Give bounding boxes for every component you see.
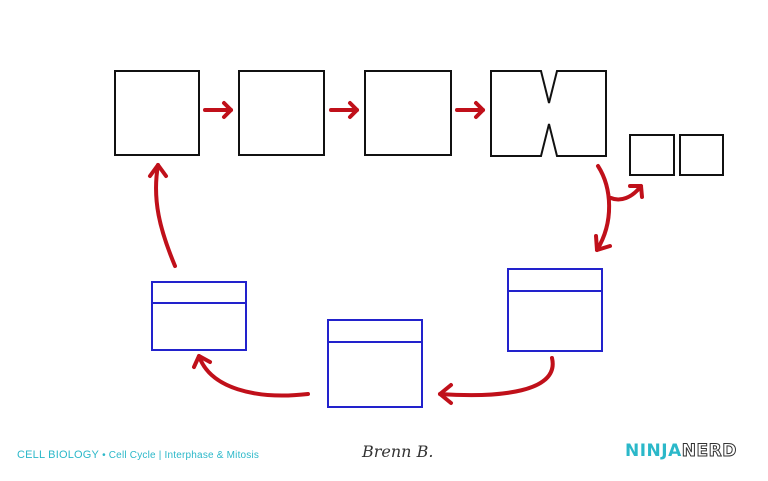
logo-nerd-text: NERD [681,441,737,462]
mitosis-stage-box-4-pinched [490,70,607,157]
arrow-right-to-middle-interphase [438,356,555,405]
mitosis-stage-box-3 [364,70,452,156]
daughter-cell-box-2 [679,134,724,176]
arrow-to-interphase-right [594,164,612,252]
interphase-box-middle [327,319,423,408]
mitosis-stage-box-1 [114,70,200,156]
arrow-middle-to-left-interphase [192,354,310,398]
interphase-box-right [507,268,603,352]
ninja-nerd-logo: NINJANERD [625,441,737,462]
arrow-box2-to-box3 [329,101,359,119]
arrow-left-interphase-to-box1 [148,163,177,268]
arrow-to-daughter-cells [609,184,644,202]
logo-ninja-text: NINJA [625,441,682,461]
author-signature: Brenn B. [362,442,434,461]
footer-separator: • [99,450,109,461]
footer-topic: Cell Cycle | Interphase & Mitosis [108,450,260,461]
footer-course-title: CELL BIOLOGY • Cell Cycle | Interphase &… [17,449,259,461]
interphase-box-left [151,281,247,351]
arrow-box3-to-box4 [455,101,485,119]
footer-course: CELL BIOLOGY [17,449,100,461]
mitosis-stage-box-2 [238,70,325,156]
arrow-box1-to-box2 [203,101,233,119]
daughter-cell-box-1 [629,134,675,176]
